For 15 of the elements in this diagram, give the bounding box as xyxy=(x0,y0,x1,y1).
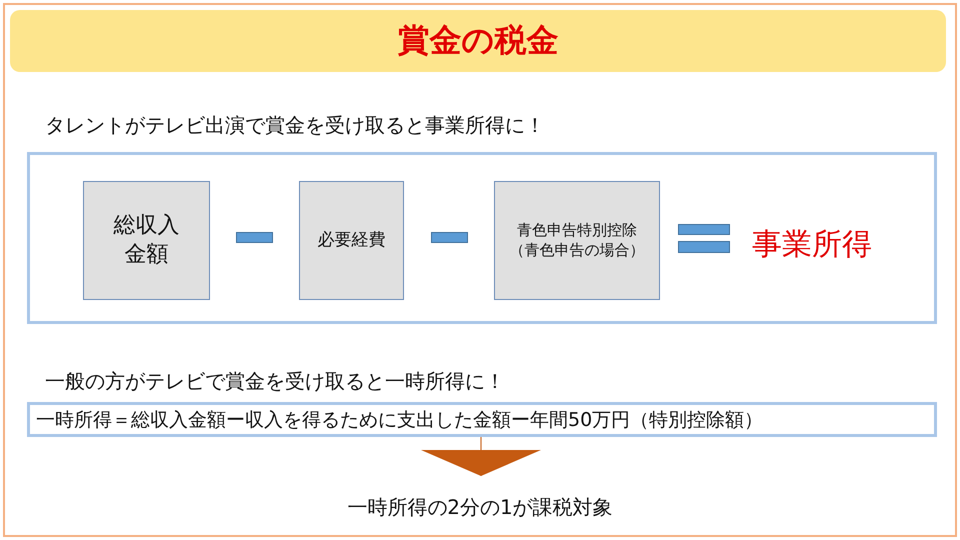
box-text: 必要経費 xyxy=(318,229,386,252)
result-text: 一時所得の2分の1が課税対象 xyxy=(230,476,730,526)
note-text: （青色申告の場合） xyxy=(510,240,644,260)
process-box xyxy=(494,181,660,300)
box-text: 総収入金額 xyxy=(112,212,180,268)
frame-box xyxy=(27,152,937,324)
title: 賞金の税金 xyxy=(10,10,946,72)
process-box xyxy=(299,181,404,300)
process-box xyxy=(83,181,210,300)
box-text: 青色申告特別控除 xyxy=(517,221,637,240)
arrow xyxy=(421,436,541,476)
formula-box: 一時所得＝総収入金額ー収入を得るために支出した金額ー年間50万円（特別控除額） xyxy=(27,402,937,437)
result-label: 事業所得 xyxy=(752,226,872,264)
subtitle-text: 一般の方がテレビで賞金を受け取ると一時所得に！ xyxy=(45,368,505,394)
subtitle-text: タレントがテレビ出演で賞金を受け取ると事業所得に！ xyxy=(45,112,545,138)
